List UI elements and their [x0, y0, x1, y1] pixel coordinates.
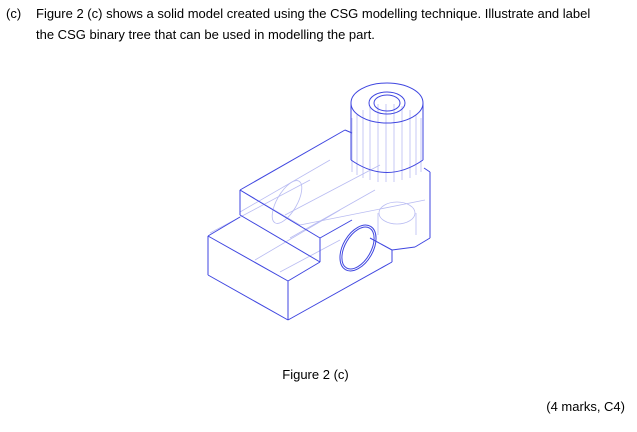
- visible-edges: [207, 82, 431, 321]
- question-part-label: (c): [6, 6, 22, 21]
- question-text: (c) Figure 2 (c) shows a solid model crea…: [6, 3, 626, 45]
- hidden-lines: [209, 104, 426, 273]
- solid-model-figure: [195, 75, 445, 330]
- question-line-1-text: Figure 2 (c) shows a solid model created…: [36, 6, 591, 21]
- question-line-2: the CSG binary tree that can be used in …: [36, 27, 375, 42]
- figure-caption: Figure 2 (c): [0, 367, 637, 382]
- csg-solid-model-drawing: [207, 82, 431, 321]
- figure-caption-text: Figure 2 (c): [282, 367, 349, 382]
- question-line-1: (c) Figure 2 (c) shows a solid model crea…: [6, 3, 626, 24]
- marks-allocation: (4 marks, C4): [546, 399, 625, 414]
